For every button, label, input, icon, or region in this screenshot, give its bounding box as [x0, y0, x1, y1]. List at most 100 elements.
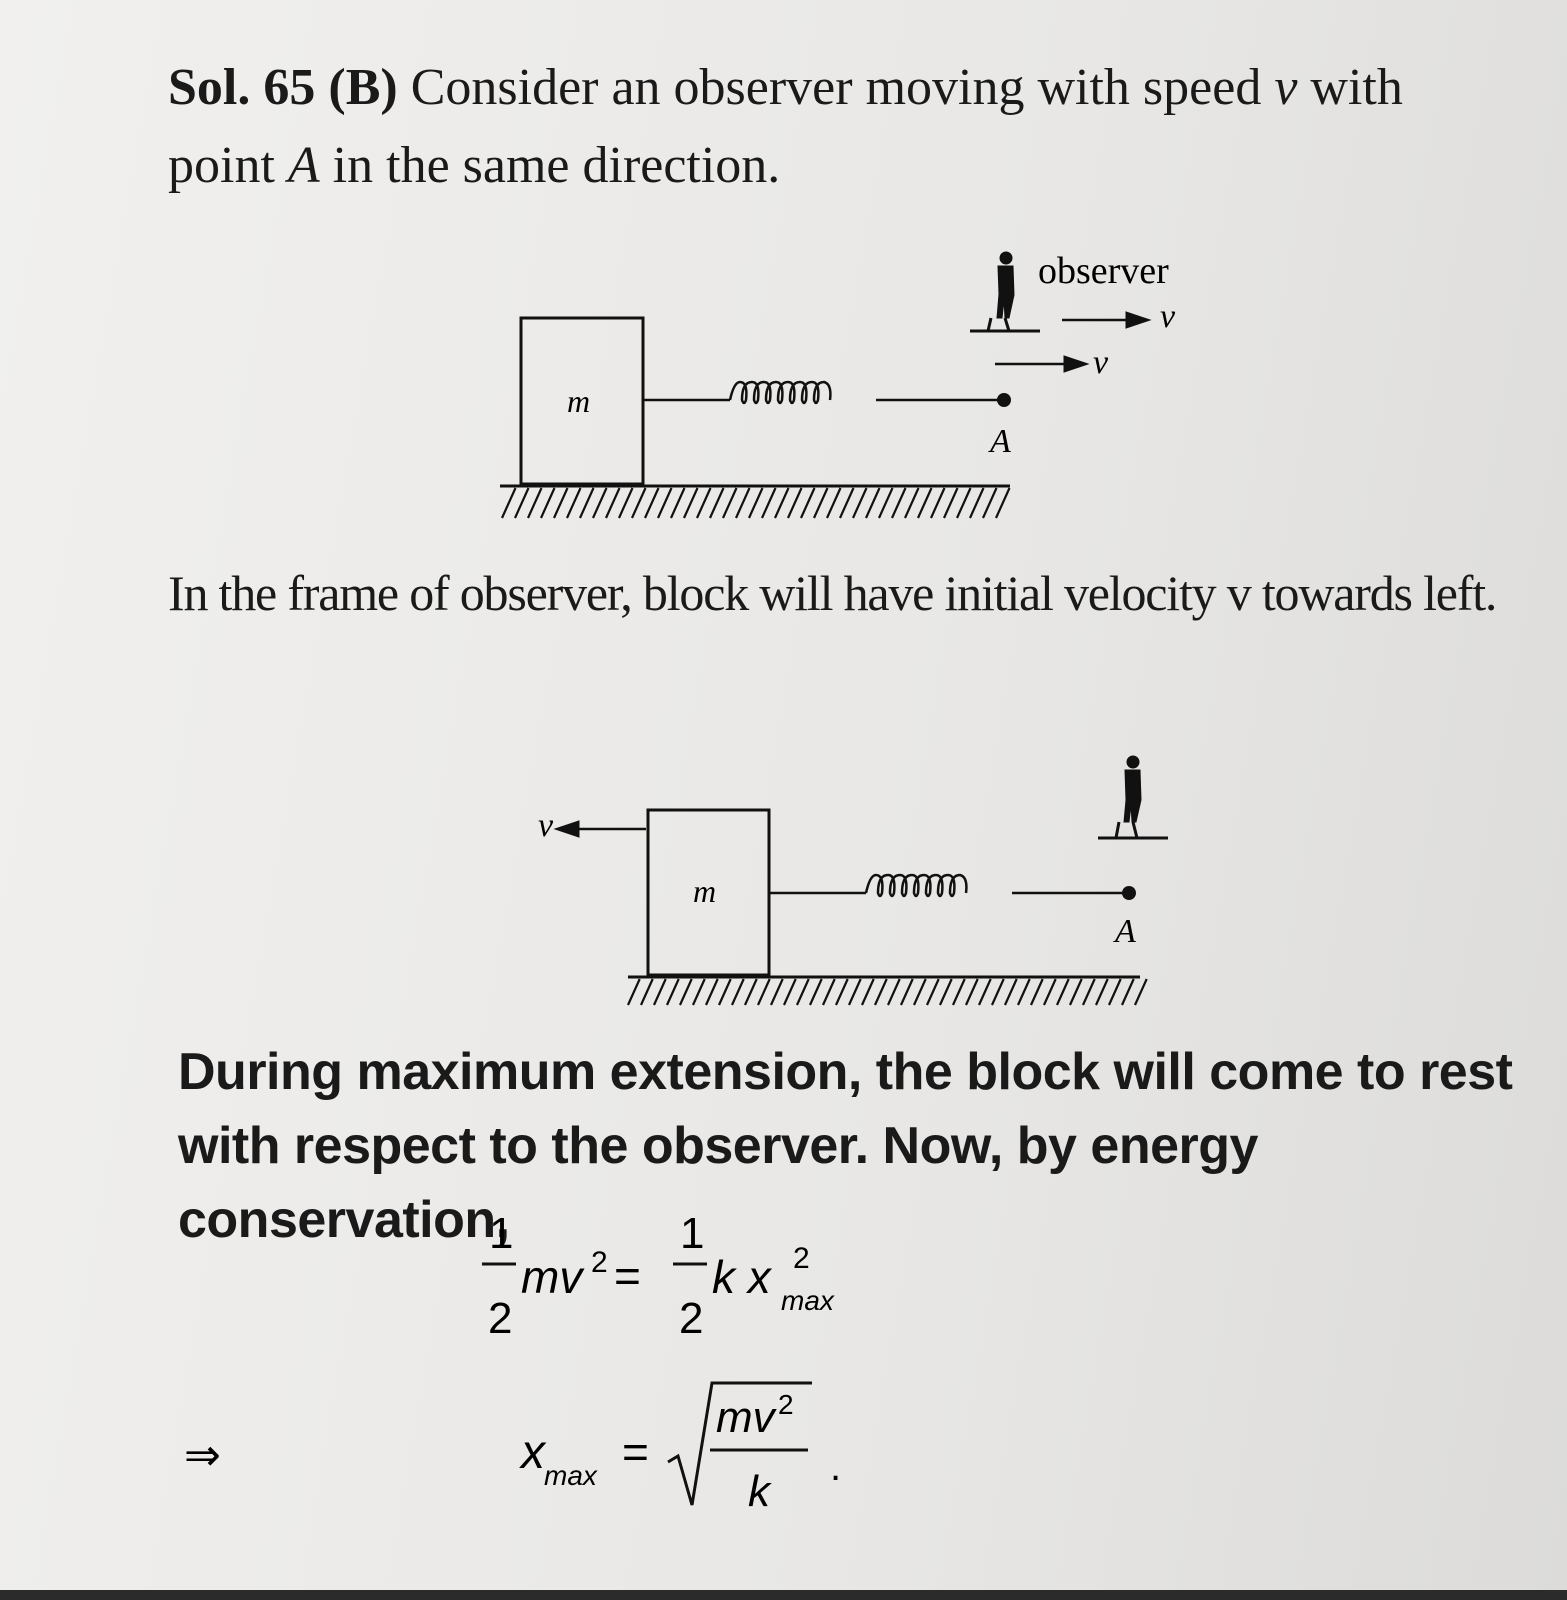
ground-hatch-line: [834, 978, 849, 1006]
ground-hatch-line: [539, 487, 556, 519]
ground-hatch-line: [860, 978, 875, 1006]
ground-2: [626, 975, 1148, 1006]
ground-hatch-line: [964, 978, 979, 1006]
ground-hatch-line: [951, 978, 966, 1006]
ground-hatch-line: [526, 487, 543, 519]
ground-hatch-line: [864, 487, 881, 519]
ground-hatch-line: [981, 487, 998, 519]
point-A-dot-1: [997, 393, 1011, 407]
equation-2-equals: =: [622, 1426, 649, 1478]
ground-hatch-line: [942, 487, 959, 519]
root-denominator: k: [748, 1467, 772, 1516]
result-lhs: x: [519, 1426, 547, 1479]
intro-text-2: point: [168, 137, 275, 194]
ground-hatch-line: [708, 487, 725, 519]
ground-hatch-line: [903, 487, 920, 519]
observer-figure-2-icon: [1098, 755, 1168, 840]
solution-option: (B): [328, 59, 398, 116]
spring-1: [643, 380, 1002, 405]
ground-hatch-line: [743, 978, 758, 1006]
block-2-mass-label: m: [693, 873, 716, 909]
ground-hatch-line: [912, 978, 927, 1006]
observer-figure-icon: [970, 251, 1040, 333]
extension-paragraph: During maximum extension, the block will…: [178, 1043, 1513, 1249]
solution-label: Sol. 65: [168, 59, 316, 116]
ground-hatch-line: [665, 978, 680, 1006]
ground-hatch-line: [1042, 978, 1057, 1006]
ground-hatch-line: [578, 487, 595, 519]
root-numerator: mv: [716, 1393, 778, 1442]
lhs-fraction-denominator: 2: [488, 1294, 512, 1343]
ground-hatch-line: [1068, 978, 1083, 1006]
point-velocity-label: v: [1093, 344, 1109, 381]
ground-hatch-line: [847, 978, 862, 1006]
ground-hatch-line: [990, 978, 1005, 1006]
point-velocity-arrow: [995, 355, 1090, 373]
block-1-mass-label: m: [567, 383, 590, 419]
root-numerator-exponent: 2: [778, 1389, 794, 1420]
ground-hatch-line: [1081, 978, 1096, 1006]
ground-hatch-line: [873, 978, 888, 1006]
ground-hatch-line: [1094, 978, 1109, 1006]
ground-hatch-line: [782, 978, 797, 1006]
observer-velocity-arrow: [1062, 311, 1152, 329]
ground-hatch-line: [786, 487, 803, 519]
ground-hatch-line: [734, 487, 751, 519]
ground-hatch-line: [1029, 978, 1044, 1006]
ground-hatch-line: [691, 978, 706, 1006]
frame-paragraph: In the frame of observer, block will hav…: [168, 565, 1497, 621]
ground-hatch-line: [890, 487, 907, 519]
ground-hatch-line: [1055, 978, 1070, 1006]
rhs-fraction-denominator: 2: [679, 1294, 703, 1343]
ground-hatch-line: [704, 978, 719, 1006]
intro-text-2-end: in the same direction.: [332, 137, 781, 194]
point-A-label-2: A: [1113, 913, 1136, 950]
ground-hatch-line: [730, 978, 745, 1006]
ground-hatch-line: [795, 978, 810, 1006]
solution-intro: Sol. 65 (B) Consider an observer moving …: [168, 62, 1528, 192]
block-velocity-arrow: [553, 820, 646, 838]
ground-hatch-line: [812, 487, 829, 519]
intro-text-1: Consider an observer moving with speed: [410, 59, 1262, 116]
ground-hatch-line: [886, 978, 901, 1006]
ground-hatch-line: [1120, 978, 1135, 1006]
ground-hatch-line: [656, 487, 673, 519]
ground-hatch-line: [1107, 978, 1122, 1006]
equation-2-period: .: [830, 1445, 841, 1489]
ground-hatch-line: [591, 487, 608, 519]
ground-hatch-line: [721, 487, 738, 519]
ground-hatch-line: [678, 978, 693, 1006]
ground-hatch-line: [1016, 978, 1031, 1006]
rhs-fraction-numerator: 1: [680, 1209, 704, 1258]
observer-velocity-label: v: [1160, 298, 1176, 335]
ground-hatch-line: [682, 487, 699, 519]
ground-hatch-line: [938, 978, 953, 1006]
ground-hatch-line: [565, 487, 582, 519]
ground-hatch-line: [643, 487, 660, 519]
lhs-exponent: 2: [591, 1246, 608, 1279]
implies-arrow-icon: ⇒: [184, 1431, 221, 1480]
equation-1-equals: =: [614, 1250, 641, 1302]
ground-1: [500, 484, 1011, 519]
point-variable: A: [287, 137, 320, 194]
page-bottom-edge: [0, 1590, 1567, 1600]
ground-hatch-line: [808, 978, 823, 1006]
intro-text-1-end: with: [1310, 59, 1403, 116]
ground-hatch-line: [652, 978, 667, 1006]
ground-hatch-line: [552, 487, 569, 519]
ground-hatch-line: [626, 978, 641, 1006]
ground-hatch-line: [994, 487, 1011, 519]
rhs-term: k x: [712, 1251, 773, 1303]
point-A-label-1: A: [988, 423, 1011, 460]
ground-hatch-line: [916, 487, 933, 519]
square-root-sign: [667, 1381, 812, 1506]
rhs-subscript: max: [781, 1285, 835, 1316]
ground-hatch-line: [877, 487, 894, 519]
block-velocity-label: v: [538, 807, 554, 844]
ground-hatch-line: [925, 978, 940, 1006]
ground-hatch-line: [825, 487, 842, 519]
ground-hatch-line: [968, 487, 985, 519]
ground-hatch-line: [851, 487, 868, 519]
